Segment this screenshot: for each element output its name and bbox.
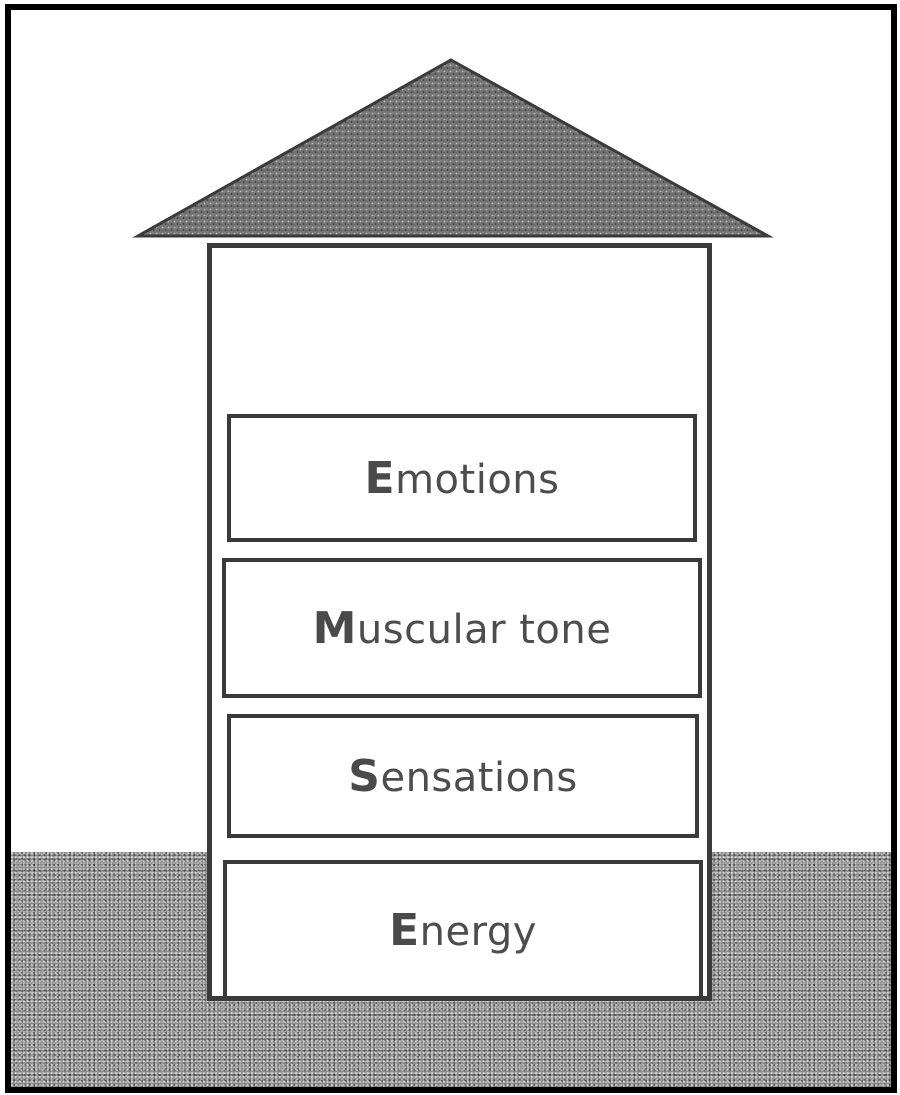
layer-energy-initial: E	[389, 904, 420, 956]
layer-emotions-rest: motions	[395, 456, 560, 503]
diagram-frame: Emotions Muscular tone Sensations Energy	[5, 4, 897, 1093]
layer-muscular-tone-rest: uscular tone	[356, 606, 612, 653]
layer-muscular-tone-initial: M	[312, 602, 357, 654]
layer-emotions: Emotions	[227, 414, 697, 542]
layer-energy-rest: nergy	[419, 908, 537, 955]
roof-icon	[132, 58, 774, 238]
layer-muscular-tone-label: Muscular tone	[313, 603, 612, 654]
layer-energy-label: Energy	[389, 905, 537, 956]
layer-sensations-rest: ensations	[380, 754, 578, 801]
layer-muscular-tone: Muscular tone	[222, 558, 702, 698]
layer-energy: Energy	[223, 860, 703, 1000]
layer-emotions-initial: E	[364, 452, 396, 504]
layer-sensations-initial: S	[348, 750, 381, 802]
layer-sensations: Sensations	[227, 714, 699, 838]
layer-emotions-label: Emotions	[365, 453, 560, 504]
layer-sensations-label: Sensations	[348, 751, 577, 802]
